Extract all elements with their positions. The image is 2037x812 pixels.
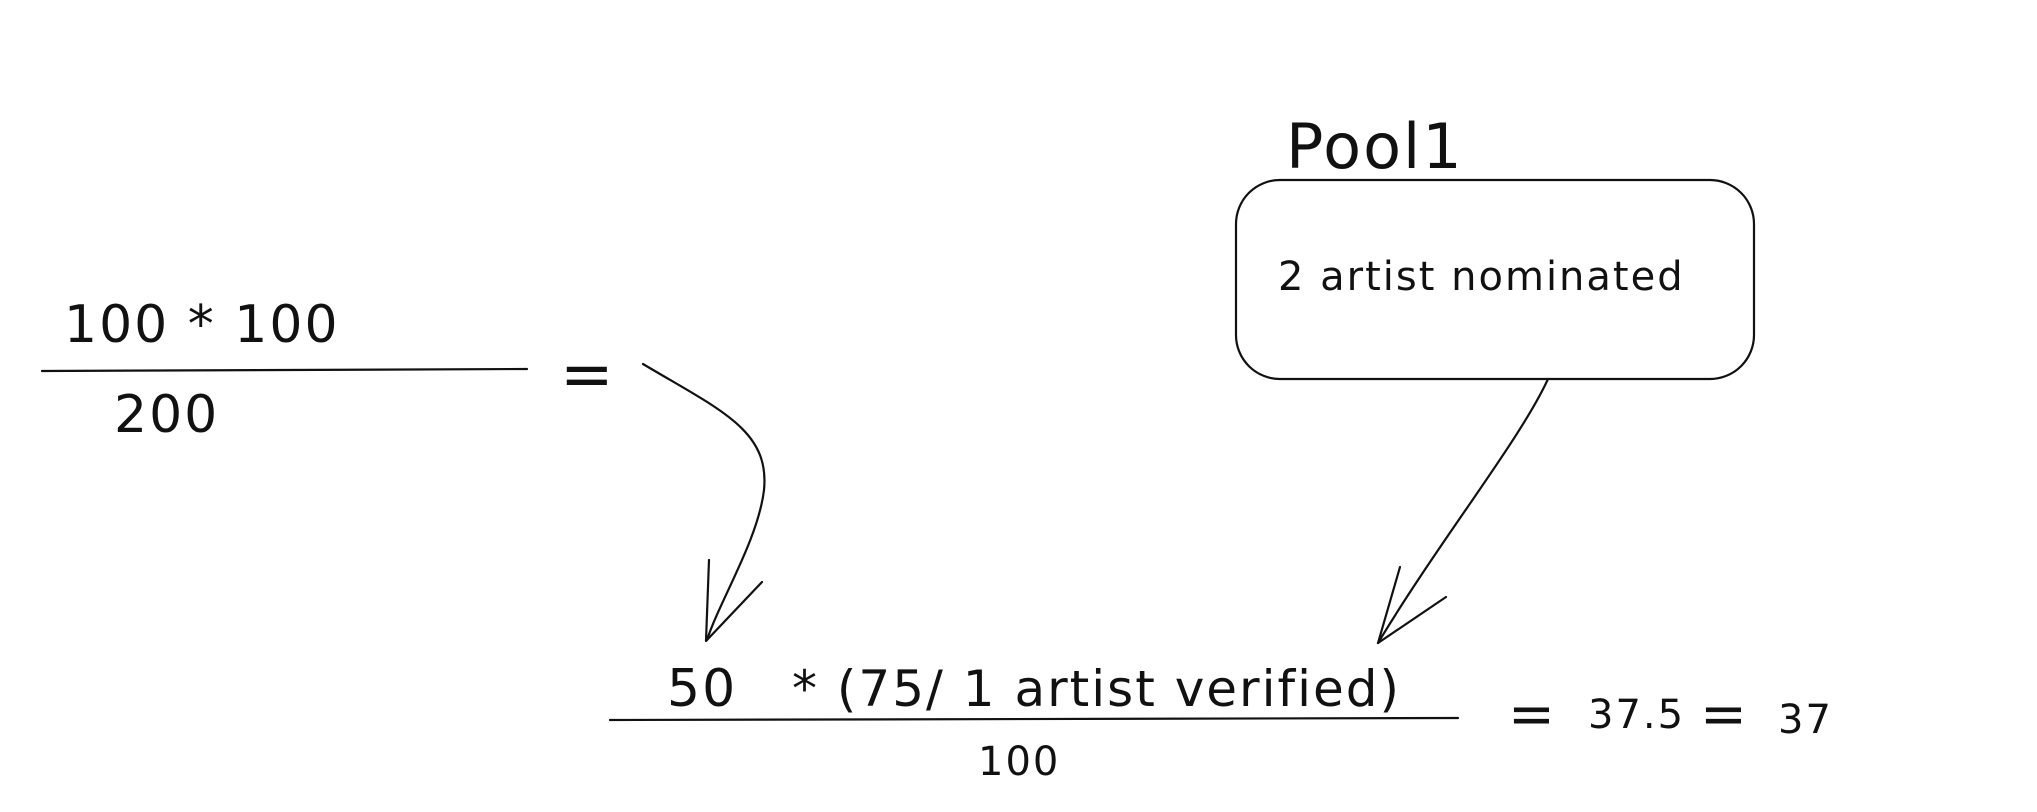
result-equals-1: =: [1508, 682, 1557, 747]
bottom-fraction-bar: [608, 716, 1460, 722]
result-value-2: 37: [1778, 697, 1833, 743]
left-fraction-bar: [40, 367, 529, 373]
left-fraction: 100 * 100 200 =: [40, 295, 616, 445]
result-chain: = 37.5 = 37: [1508, 682, 1833, 747]
pool-arrow-head: [1376, 565, 1448, 645]
result-equals-2: =: [1700, 682, 1749, 747]
curved-arrow-head: [704, 558, 764, 643]
pool-box-outline: [1234, 178, 1756, 381]
pool-box-text: 2 artist nominated: [1278, 254, 1685, 300]
bottom-fraction: 50 * (75/ 1 artist verified) 100: [608, 659, 1460, 785]
bottom-numerator-right: * (75/ 1 artist verified): [792, 660, 1401, 718]
pool-arrow-shaft: [1376, 377, 1550, 645]
bottom-denominator: 100: [978, 739, 1060, 785]
left-numerator: 100 * 100: [64, 295, 340, 355]
curved-arrow: [641, 362, 766, 643]
result-value-1: 37.5: [1588, 692, 1685, 738]
bottom-numerator-left: 50: [667, 659, 737, 719]
pool-title: Pool1: [1286, 110, 1464, 183]
pool-arrow: [1376, 377, 1550, 645]
left-equals-sign: =: [560, 338, 616, 412]
curved-arrow-shaft: [641, 362, 766, 642]
pool-box: 2 artist nominated: [1234, 178, 1756, 381]
left-denominator: 200: [114, 385, 219, 445]
